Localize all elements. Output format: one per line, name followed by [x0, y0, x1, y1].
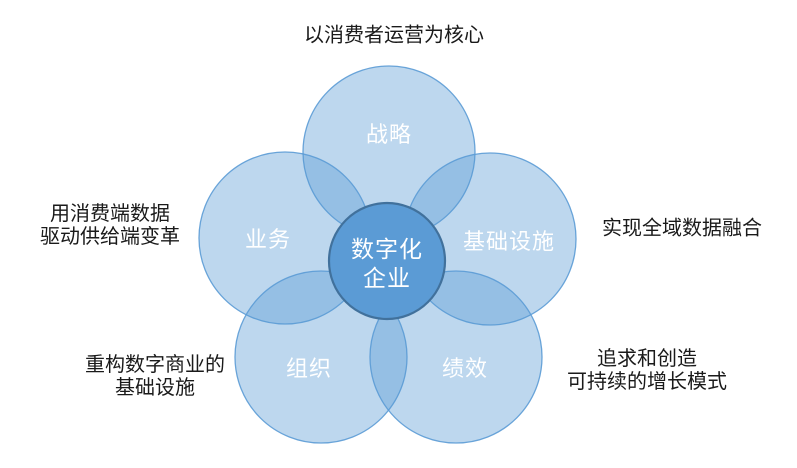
- center-label-line-1: 数字化: [351, 237, 423, 262]
- petal-label-performance: 绩效: [441, 356, 489, 381]
- petal-label-business: 业务: [244, 227, 292, 252]
- annotation-left: 用消费端数据 驱动供给端变革: [40, 203, 180, 249]
- annotation-bottom-right-line-1: 追求和创造: [597, 348, 697, 370]
- annotation-left-line-1: 用消费端数据: [50, 203, 170, 225]
- petal-label-organization: 组织: [285, 356, 333, 381]
- annotation-bottom-left-line-1: 重构数字商业的: [85, 354, 225, 376]
- annotation-top: 以消费者运营为核心: [304, 25, 484, 48]
- center-label: 数字化 企业: [351, 235, 423, 293]
- annotation-top-line-1: 以消费者运营为核心: [304, 24, 484, 47]
- annotation-bottom-left: 重构数字商业的 基础设施: [85, 354, 225, 400]
- petal-label-strategy: 战略: [365, 122, 413, 147]
- center-circle: [327, 201, 447, 321]
- annotation-bottom-right: 追求和创造 可持续的增长模式: [567, 348, 727, 394]
- center-label-line-2: 企业: [363, 266, 411, 291]
- petal-label-infrastructure: 基础设施: [462, 229, 556, 254]
- annotation-bottom-left-line-2: 基础设施: [115, 377, 195, 399]
- annotation-right-line-1: 实现全域数据融合: [602, 217, 762, 240]
- annotation-bottom-right-line-2: 可持续的增长模式: [567, 371, 727, 393]
- annotation-right: 实现全域数据融合: [602, 218, 762, 241]
- annotation-left-line-2: 驱动供给端变革: [40, 226, 180, 248]
